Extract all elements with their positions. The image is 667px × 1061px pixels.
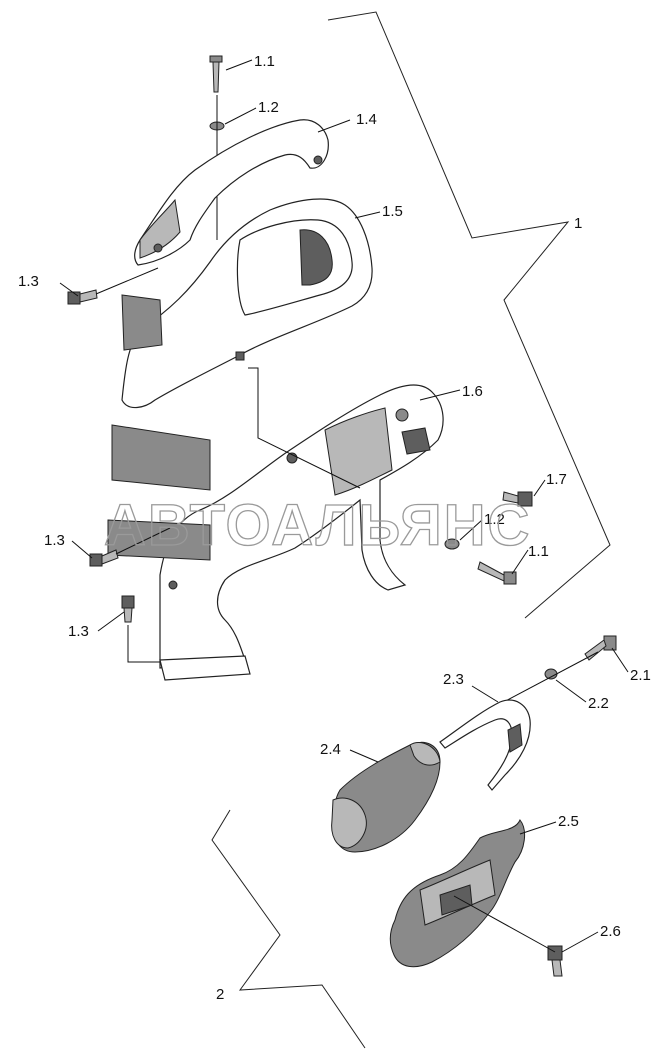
callout-1-5: 1.5 <box>382 203 403 220</box>
callout-2-4: 2.4 <box>320 741 341 758</box>
bolt-1-3-lower <box>121 595 135 623</box>
callout-group-1: 1 <box>574 215 582 232</box>
group-2-bracket <box>211 809 366 1049</box>
callout-2-5: 2.5 <box>558 813 579 830</box>
screw-1-1-top <box>209 55 223 93</box>
callout-1-1-top: 1.1 <box>254 53 275 70</box>
middle-cover-1-5 <box>111 198 373 491</box>
callout-1-2-top: 1.2 <box>258 99 279 116</box>
callout-2-1: 2.1 <box>630 667 651 684</box>
callout-2-2: 2.2 <box>588 695 609 712</box>
bolt-1-3-upper-left <box>67 267 159 305</box>
washer-2-2 <box>544 668 558 680</box>
upper-shroud-2-4 <box>331 741 441 853</box>
bolt-1-7 <box>502 491 533 507</box>
callout-1-4: 1.4 <box>356 111 377 128</box>
callout-1-2-lower: 1.2 <box>484 511 505 528</box>
callout-2-6: 2.6 <box>600 923 621 940</box>
bolt-1-3-mid-left <box>89 527 171 567</box>
callout-group-2: 2 <box>216 986 224 1003</box>
callout-2-3: 2.3 <box>443 671 464 688</box>
watermark-text: АВТОАЛЬЯНС <box>104 493 531 558</box>
callout-1-1-lower: 1.1 <box>528 543 549 560</box>
washer-1-2-lower <box>444 538 460 550</box>
screw-1-1-lower <box>477 561 517 585</box>
upper-cover-1-4 <box>134 119 329 266</box>
bracket-2-3 <box>439 699 531 791</box>
group-1-bracket <box>327 11 611 619</box>
bolt-2-6 <box>547 945 563 977</box>
callout-1-3-mid: 1.3 <box>44 532 65 549</box>
callout-1-3-upper: 1.3 <box>18 273 39 290</box>
bolt-2-1 <box>584 635 617 661</box>
callout-1-3-lower: 1.3 <box>68 623 89 640</box>
lower-shroud-2-5 <box>389 819 526 968</box>
lower-cover-1-6 <box>107 367 444 681</box>
callout-1-7: 1.7 <box>546 471 567 488</box>
callout-1-6: 1.6 <box>462 383 483 400</box>
